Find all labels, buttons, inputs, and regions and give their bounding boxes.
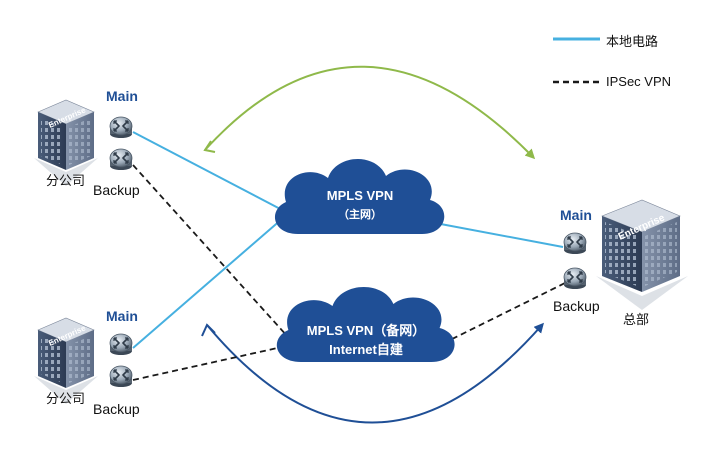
bottom-traffic-arrow (206, 322, 544, 424)
backup-cloud-title: MPLS VPN（备网） (306, 323, 426, 338)
branch-bottom-backup-label: Backup (93, 401, 140, 417)
branch-top-backup-label: Backup (93, 182, 140, 198)
link-branch-bottom-backup-to-backup-net (132, 342, 301, 381)
primary-cloud-title: MPLS VPN (326, 188, 394, 203)
hq-backup-router-icon (563, 267, 587, 290)
hq-site-label: 总部 (623, 312, 650, 327)
branch-bottom-main-label: Main (106, 308, 138, 324)
branch-top-backup-router-icon (109, 148, 133, 171)
hq-building-icon (595, 199, 689, 311)
hq-main-router-icon (563, 232, 587, 255)
backup-cloud-subtitle: Internet自建 (329, 342, 403, 357)
link-branch-bottom-main-to-primary (132, 211, 291, 349)
link-backup-net-to-hq-backup (433, 282, 566, 349)
bottom-traffic-arrow-head-left (201, 323, 216, 337)
branch-bottom-main-router-icon (109, 333, 133, 356)
local-circuit-links (132, 131, 564, 349)
ipsec-vpn-links (132, 164, 566, 381)
primary-cloud-subtitle: （主网） (338, 209, 382, 221)
legend-ipsec-vpn-label: IPSec VPN (606, 74, 672, 89)
link-branch-top-backup-to-backup-net (132, 164, 289, 338)
branch-top-main-label: Main (106, 88, 138, 104)
hq-main-label: Main (560, 207, 592, 223)
legend (553, 37, 600, 84)
top-traffic-arrow-head-left (203, 140, 216, 153)
legend-local-circuit-label: 本地电路 (606, 34, 659, 49)
branch-bottom-site-label: 分公司 (46, 391, 86, 406)
hq-backup-label: Backup (553, 298, 600, 314)
top-traffic-arrow (204, 65, 536, 160)
branch-bottom-backup-router-icon (109, 365, 133, 388)
branch-top-site-label: 分公司 (46, 173, 86, 188)
branch-top-main-router-icon (109, 116, 133, 139)
link-branch-top-main-to-primary (132, 131, 287, 213)
link-primary-to-hq-main (429, 221, 564, 248)
